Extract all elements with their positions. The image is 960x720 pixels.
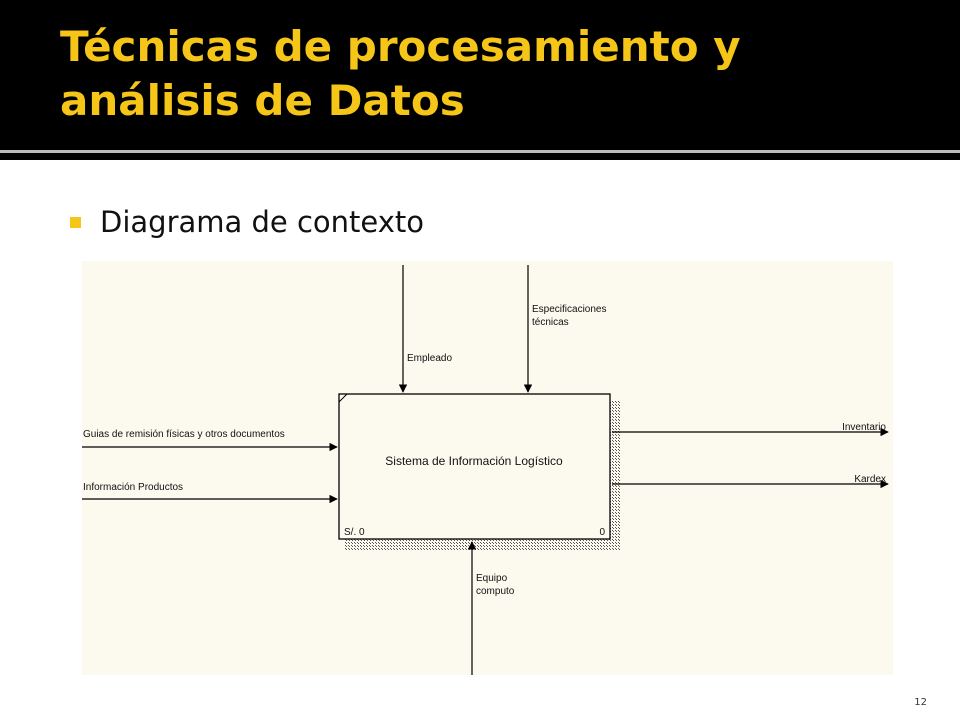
system-label: Sistema de Información Logístico [385,454,563,468]
control-label-especificaciones: Especificaciones [532,304,606,315]
title-bar: Técnicas de procesamiento y análisis de … [0,0,960,150]
control-label-tecnicas: técnicas [532,317,569,328]
mechanism-label-computo: computo [476,586,515,597]
slide-title-line-1: Técnicas de procesamiento y [60,22,741,71]
title-divider [0,150,960,153]
process-box [338,393,611,540]
slide-title-line-2: análisis de Datos [60,76,465,125]
output-label-inventario: Inventario [842,422,886,433]
control-label-empleado: Empleado [407,353,452,364]
page-number: 12 [914,697,927,708]
context-diagram: Sistema de Información Logístico S/. 0 0… [82,261,893,675]
process-box-corner [338,393,348,403]
process-corner-left: S/. 0 [344,527,365,538]
bullet-text: Diagrama de contexto [100,205,425,239]
context-diagram-svg: Sistema de Información Logístico S/. 0 0… [82,265,889,675]
input-label-productos: Información Productos [83,482,183,493]
bullet-square-icon [70,216,81,228]
mechanism-label-equipo: Equipo [476,573,508,584]
bullet-item: Diagrama de contexto [70,202,424,242]
slide-content: Diagrama de contexto Sistema de Informac… [0,160,960,720]
slide-title: Técnicas de procesamiento y análisis de … [60,20,920,128]
process-corner-right: 0 [599,527,605,538]
output-label-kardex: Kardex [854,474,886,485]
input-label-guias: Guias de remisión físicas y otros docume… [83,429,285,440]
